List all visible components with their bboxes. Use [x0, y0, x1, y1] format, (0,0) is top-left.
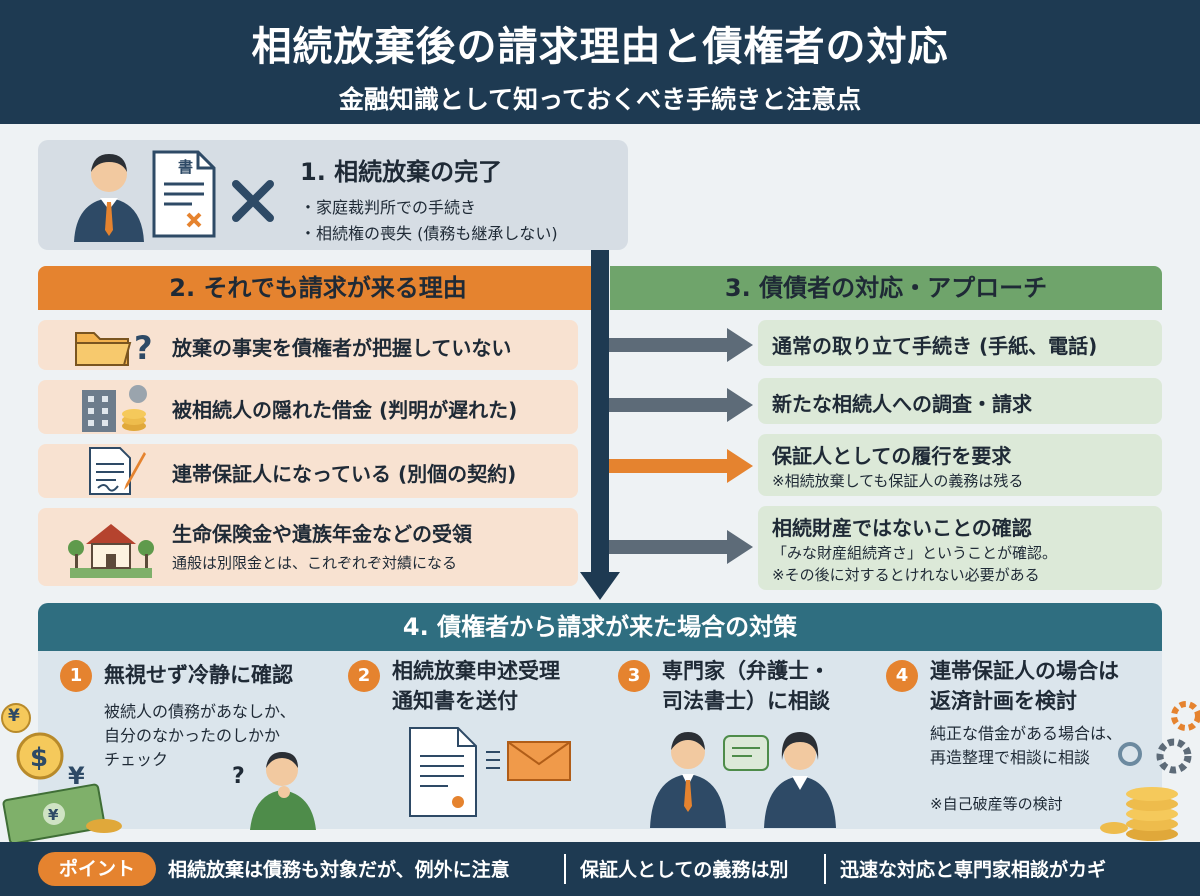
reason-row: 被相続人の隠れた借金 (判明が遅れた): [38, 380, 578, 434]
step-number: 1: [60, 660, 92, 692]
point-badge: ポイント: [38, 852, 156, 886]
building-coins-icon: [82, 385, 147, 432]
step-number: 4: [886, 660, 918, 692]
reason-text: 放棄の事実を債権者が把握していない: [172, 336, 512, 360]
response-row: 通常の取り立て手続き (手紙、電話): [758, 320, 1162, 366]
step-desc: 被続人の債務があなしか、: [104, 702, 296, 721]
step-title: 連帯保証人の場合は 返済計画を検討: [930, 659, 1119, 713]
step-title: 相続放棄申述受理 通知書を送付: [392, 659, 560, 713]
reason-text: 連帯保証人になっている (別個の契約): [172, 462, 517, 486]
footer-point: 相続放棄は債務も対象だが、例外に注意: [168, 859, 510, 881]
businessman-icon: [74, 154, 144, 242]
response-text: 新たな相続人への調査・請求: [772, 392, 1032, 416]
footer-point: 保証人としての義務は別: [580, 859, 789, 881]
step1-title: 1. 相続放棄の完了: [300, 158, 503, 186]
response-text: 相続財産ではないことの確認: [772, 516, 1032, 540]
flow-arrow-down: [580, 572, 620, 600]
step-number: 2: [348, 660, 380, 692]
response-row: 保証人としての履行を要求 ※相続放棄しても保証人の義務は残る: [758, 434, 1162, 496]
contract-sign-icon: [89, 447, 146, 495]
thinking-person-icon: [250, 752, 316, 830]
yen-symbol: ¥: [8, 706, 20, 726]
svg-text:$: $: [30, 743, 48, 773]
step-note: ※自己破産等の検討: [930, 795, 1063, 813]
reasons-header: 2. それでも請求が来る理由: [38, 266, 598, 310]
reason-row: 生命保険金や遺族年金などの受領 通般は別限金とは、これぞれぞ対績になる: [38, 508, 578, 586]
envelope-icon: [486, 741, 571, 781]
response-row: 相続財産ではないことの確認 「みな財産組続斉さ」ということが確認。 ※その後に対…: [758, 506, 1162, 590]
svg-text:?: ?: [134, 329, 153, 367]
money-deco-icon: $: [1, 703, 122, 842]
footer-divider: [564, 854, 566, 884]
step-desc: チェック: [104, 750, 169, 769]
step1-box: 書 1. 相続放棄の完了 ・家庭裁判所での手続き ・相続権の喪失 (債務も継承し…: [38, 140, 628, 250]
step-desc: 自分のなかったのしかか: [104, 726, 281, 745]
house-icon: [68, 524, 154, 578]
step1-item: ・家庭裁判所での手続き: [300, 198, 477, 217]
footer-point: 迅速な対応と専門家相談がカギ: [840, 859, 1107, 881]
response-text: 保証人としての履行を要求: [772, 444, 1012, 468]
response-subtext: ※その後に対するとけれない必要がある: [772, 566, 1040, 584]
cross-icon: [232, 180, 274, 222]
notice-document-icon: [409, 727, 477, 817]
experts-icon: [650, 732, 836, 828]
reason-row: 連帯保証人になっている (別個の契約): [38, 444, 578, 498]
step-number: 3: [618, 660, 650, 692]
document-reject-icon: [152, 150, 216, 238]
header-banner: 相続放棄後の請求理由と債権者の対応 金融知識として知っておくべき手続きと注意点: [0, 0, 1200, 124]
step-title: 専門家（弁護士・ 司法書士）に相談: [662, 659, 830, 713]
flow-line: [591, 250, 609, 580]
response-text: 通常の取り立て手続き (手紙、電話): [772, 334, 1098, 358]
coins-gear-deco-icon: [1100, 701, 1200, 841]
reason-text: 被相続人の隠れた借金 (判明が遅れた): [172, 398, 518, 422]
footer-divider: [824, 854, 826, 884]
response-subtext: ※相続放棄しても保証人の義務は残る: [772, 472, 1024, 490]
step-desc: 純正な借金がある場合は、: [930, 724, 1123, 743]
yen-symbol: ¥: [48, 806, 59, 824]
measures-header: 4. 債権者から請求が来た場合の対策: [38, 603, 1162, 651]
step1-item: ・相続権の喪失 (債務も継承しない): [300, 224, 558, 243]
reason-row: ? 放棄の事実を債権者が把握していない: [38, 320, 578, 370]
folder-question-icon: ?: [75, 329, 153, 367]
page-title: 相続放棄後の請求理由と債権者の対応: [251, 24, 949, 70]
reason-text: 生命保険金や遺族年金などの受領: [172, 522, 472, 546]
step-desc: 再造整理で相談に相談: [930, 748, 1091, 767]
response-subtext: 「みな財産組続斉さ」ということが確認。: [772, 544, 1058, 562]
step-title: 無視せず冷静に確認: [104, 663, 293, 687]
document-char: 書: [178, 158, 194, 176]
question-mark: ?: [232, 764, 245, 789]
yen-symbol: ¥: [68, 762, 85, 790]
responses-header: 3. 債債者の対応・アプローチ: [610, 266, 1162, 310]
response-row: 新たな相続人への調査・請求: [758, 378, 1162, 424]
reason-subtext: 通般は別限金とは、これぞれぞ対績になる: [172, 554, 458, 572]
page-subtitle: 金融知識として知っておくべき手続きと注意点: [338, 85, 862, 114]
footer-bar: ポイント 相続放棄は債務も対象だが、例外に注意 保証人としての義務は別 迅速な対…: [0, 842, 1200, 896]
